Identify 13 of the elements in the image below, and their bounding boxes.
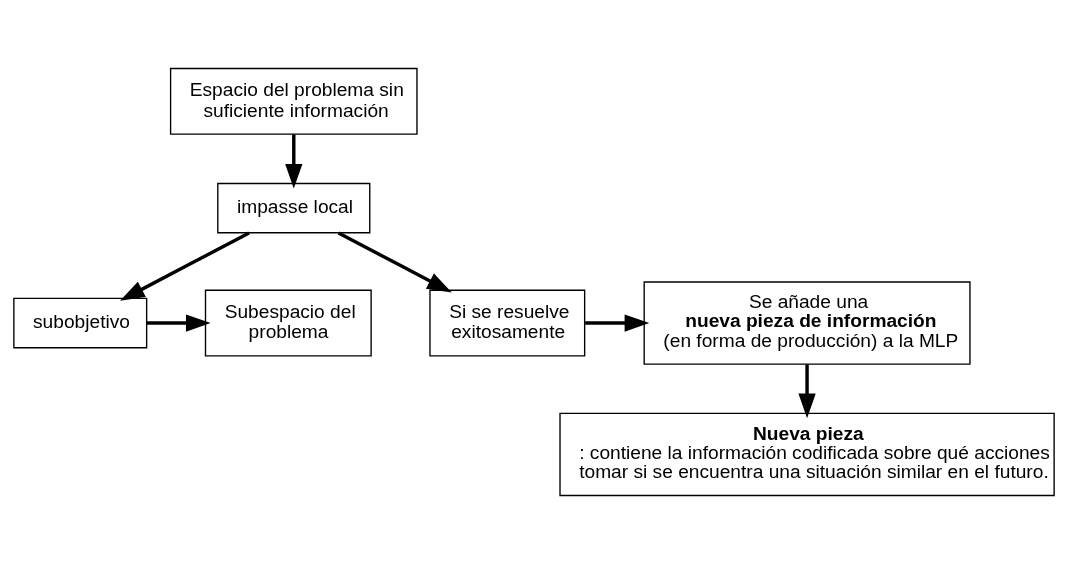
node-box: Espacio del problema sin suficiente información — [169, 67, 418, 135]
arrow — [337, 230, 452, 292]
arrow — [798, 363, 816, 418]
node-box: Si se resuelve exitosamente — [429, 289, 586, 357]
arrow — [120, 230, 250, 301]
node-box: subobjetivo — [13, 297, 148, 348]
arrow — [585, 313, 650, 332]
node-box: Se añade una nueva pieza de información (en forma de producción) a la MLP — [643, 280, 971, 365]
arrow — [285, 134, 303, 189]
node-box: impasse local — [217, 182, 371, 233]
node-box: Subespacio del problema — [204, 289, 372, 357]
arrow — [146, 313, 211, 332]
node-box: Nueva pieza: contiene la información codificada sobre qué acciones tomar si se encuentra una situación similar en el futuro. — [559, 412, 1055, 496]
